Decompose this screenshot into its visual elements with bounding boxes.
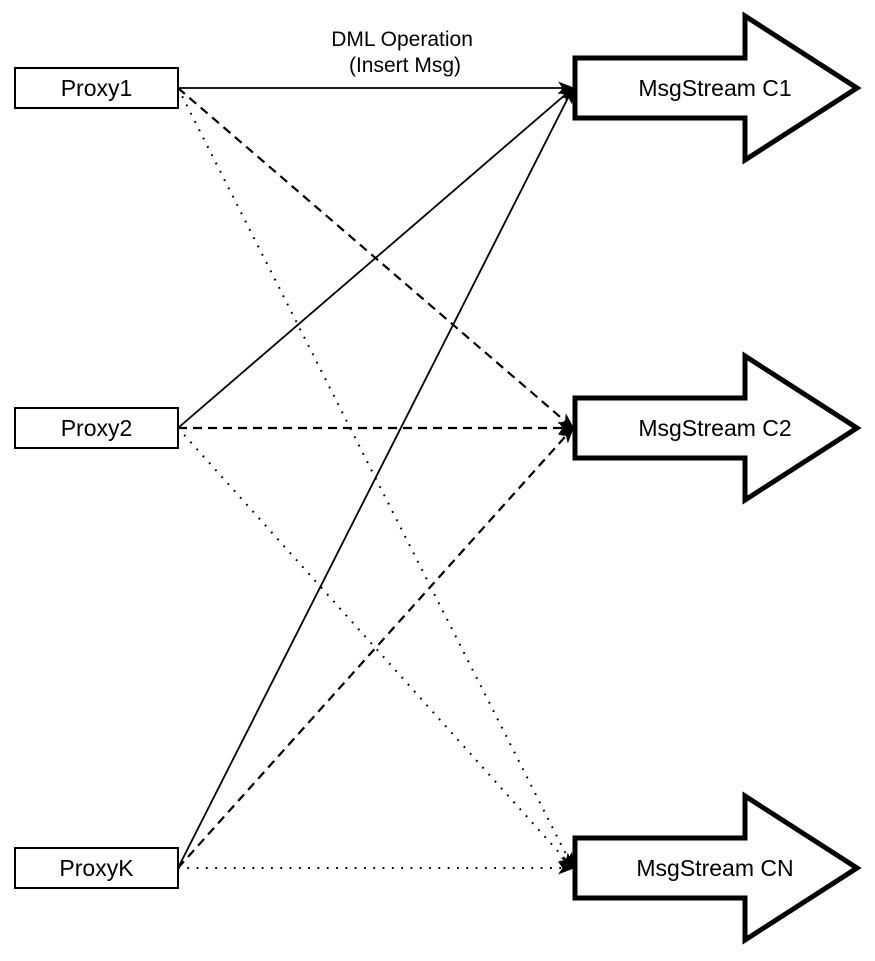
stream-cn-arrow-shape: [572, 791, 862, 945]
edge-proxyK-c1: [177, 86, 574, 869]
proxy1-node: Proxy1: [14, 67, 179, 109]
stream-cn-label: MsgStream CN: [636, 855, 793, 881]
edge-lines: [177, 81, 575, 875]
stream-cn-node: MsgStream CN: [572, 791, 862, 945]
proxy1-label: Proxy1: [61, 75, 133, 101]
stream-c2-label: MsgStream C2: [638, 415, 791, 441]
proxy1-box: [14, 67, 179, 109]
proxyK-node: ProxyK: [14, 847, 179, 889]
edge-proxy2-c1: [177, 86, 575, 429]
edge-annotation: DML Operation (Insert Msg): [331, 28, 478, 77]
stream-c1-label: MsgStream C1: [638, 75, 791, 101]
proxy2-label: Proxy2: [61, 415, 133, 441]
edge-proxyK-c2: [177, 426, 575, 869]
stream-c2-arrow-shape: [572, 351, 862, 505]
edge-annotation-line1: DML Operation: [331, 28, 473, 51]
stream-c1-arrow-shape: [572, 11, 862, 165]
proxyK-box: [14, 847, 179, 889]
stream-c1-node: MsgStream C1: [572, 11, 862, 165]
proxyK-label: ProxyK: [59, 855, 134, 881]
edge-annotation-line2: (Insert Msg): [349, 54, 461, 77]
stream-c2-node: MsgStream C2: [572, 351, 862, 505]
proxy2-node: Proxy2: [14, 407, 179, 449]
proxy2-box: [14, 407, 179, 449]
